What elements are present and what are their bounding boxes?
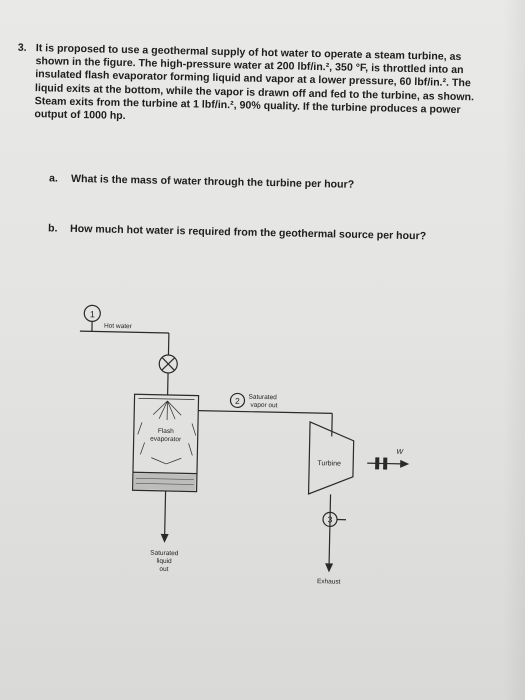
valve-cross-b [161, 357, 175, 371]
state-1-label: 1 [90, 309, 95, 319]
liquid-fill [133, 473, 196, 491]
state-2-label: 2 [235, 396, 240, 406]
liquid-surface [132, 471, 197, 475]
work-label: W [396, 449, 404, 456]
state-2-marker [229, 392, 246, 409]
liquid-label-2: liquid [156, 558, 172, 565]
hot-water-pipe [79, 330, 169, 334]
liquid-outlet-arrow [160, 533, 169, 543]
state-3-label: 3 [328, 514, 333, 524]
exhaust-label: Exhaust [317, 578, 341, 585]
saturated-vapor-label-1: Saturated [248, 394, 277, 402]
work-arrow [400, 459, 410, 468]
shaft-coupling-b [383, 457, 388, 470]
vessel-inner-top [138, 397, 195, 400]
hot-water-label: Hot water [104, 323, 133, 331]
exhaust-arrow [325, 563, 334, 573]
flash-label-1: Flash [158, 428, 174, 435]
exhaust-pipe [328, 494, 332, 567]
turbine-body [307, 421, 355, 495]
turbine-label: Turbine [317, 460, 341, 467]
page-shadow [503, 0, 525, 700]
vapor-pipe [198, 410, 333, 415]
liquid-label-3: out [159, 566, 168, 573]
flash-evaporator-vessel [131, 393, 200, 493]
shaft-coupling-a [375, 457, 380, 470]
liquid-label-1: Saturated [150, 550, 179, 558]
flash-label-2: evaporator [150, 436, 182, 444]
saturated-vapor-label-2: vapor out [250, 402, 277, 410]
liquid-outlet-pipe [164, 490, 167, 537]
